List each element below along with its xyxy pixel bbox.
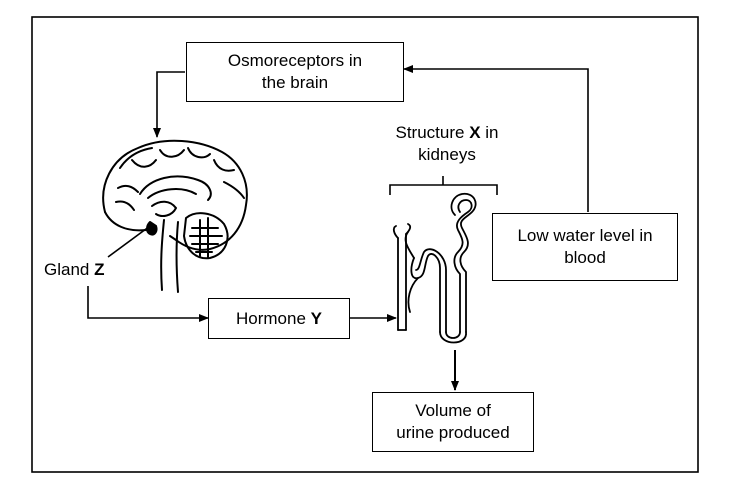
hormone-label: Hormone Y <box>236 308 322 330</box>
brain-icon <box>102 139 248 293</box>
structure-after: in <box>480 123 499 142</box>
hormone-text: Hormone <box>236 308 311 328</box>
nephron-icon <box>392 192 477 344</box>
structure-letter: X <box>469 123 481 142</box>
structure-line1: Structure X in <box>372 122 522 144</box>
structure-label: Structure X in kidneys <box>372 122 522 166</box>
structure-text: Structure <box>395 123 470 142</box>
structure-line2: kidneys <box>418 145 476 164</box>
structure-bracket <box>389 176 498 195</box>
osmoreceptors-line2: the brain <box>261 73 329 92</box>
low-water-line1: Low water level in <box>517 226 653 245</box>
outer-frame <box>31 16 699 473</box>
low-water-line2: blood <box>564 248 606 267</box>
volume-box: Volume of urine produced <box>372 392 534 452</box>
gland-letter: Z <box>94 260 105 279</box>
hormone-box: Hormone Y <box>208 298 350 339</box>
gland-text: Gland <box>44 260 95 279</box>
low-water-box: Low water level in blood <box>492 213 678 281</box>
volume-line1: Volume of <box>415 401 491 420</box>
arrow-gland-to-hormone <box>87 286 209 322</box>
osmoreceptors-box: Osmoreceptors in the brain <box>186 42 404 102</box>
arrow-low-water-to-osmoreceptors <box>403 65 589 212</box>
osmoreceptors-line1: Osmoreceptors in <box>227 51 363 70</box>
volume-line2: urine produced <box>396 423 510 442</box>
gland-label: Gland Z <box>44 259 104 281</box>
arrow-osmoreceptors-to-brain <box>153 71 185 138</box>
hormone-letter: Y <box>310 308 322 328</box>
